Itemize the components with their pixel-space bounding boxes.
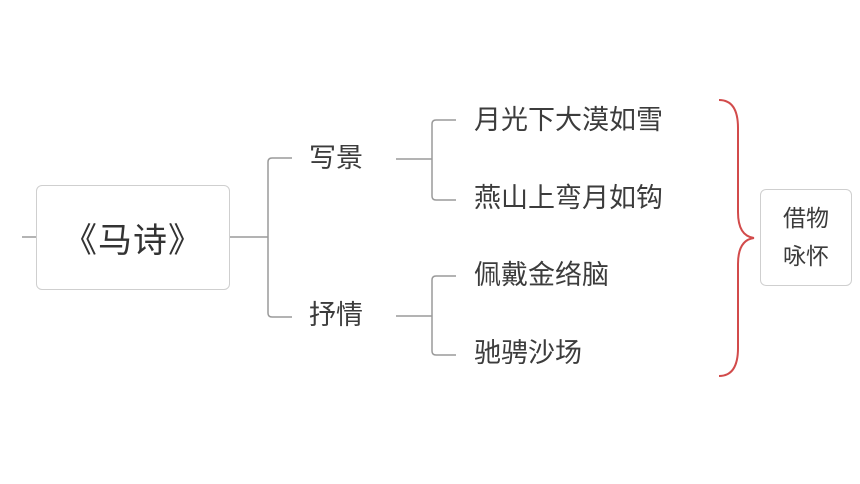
summary-line: 咏怀	[783, 243, 829, 270]
branch1-child-connector	[396, 119, 456, 201]
branch-node-emotion[interactable]: 抒情	[309, 299, 363, 333]
leaf-label: 驰骋沙场	[474, 338, 582, 369]
leaf-node[interactable]: 燕山上弯月如钩	[474, 182, 663, 216]
leaf-node[interactable]: 佩戴金络脑	[474, 259, 609, 293]
leaf-label: 燕山上弯月如钩	[474, 183, 663, 214]
branch-node-scenery[interactable]: 写景	[309, 142, 363, 176]
branch-label: 写景	[309, 143, 363, 174]
leaf-node[interactable]: 驰骋沙场	[474, 337, 582, 371]
leaf-label: 月光下大漠如雪	[474, 105, 663, 136]
summary-node[interactable]: 借物 咏怀	[760, 189, 852, 286]
branch-label: 抒情	[309, 300, 363, 331]
leaf-label: 佩戴金络脑	[474, 260, 609, 291]
leaf-node[interactable]: 月光下大漠如雪	[474, 104, 663, 138]
summary-brace	[718, 99, 755, 377]
root-node[interactable]: 《马诗》	[36, 185, 230, 290]
summary-line: 借物	[783, 205, 829, 232]
root-branch-connector	[228, 157, 292, 318]
root-label: 《马诗》	[63, 221, 203, 261]
branch2-child-connector	[396, 275, 456, 356]
